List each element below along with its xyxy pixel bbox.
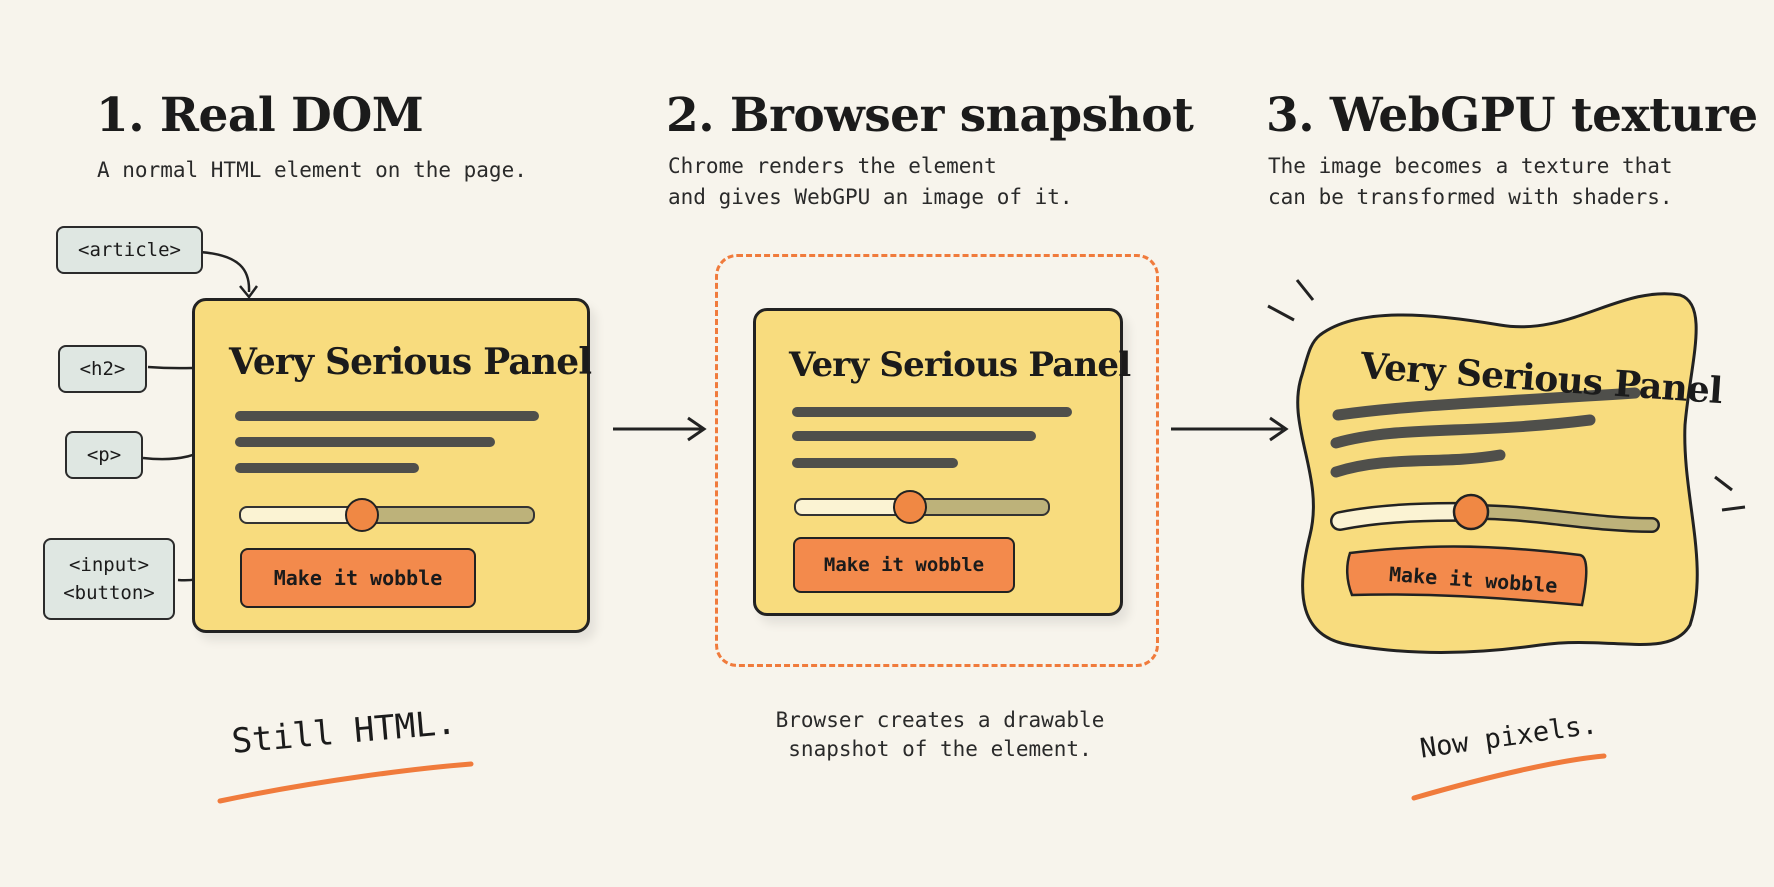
wobbly-texture [1296,292,1699,654]
motion-mark [1721,505,1746,512]
range-slider-knob[interactable] [345,498,379,532]
snapshot-caption-line2: snapshot of the element. [788,737,1092,761]
panel-heading: Very Serious Panel [789,345,1131,385]
tag-input: <input> [68,554,150,576]
paragraph-line [235,463,419,473]
wavy-line [1330,449,1506,478]
motion-mark [1267,304,1295,322]
tag-h2: <h2> [58,345,147,393]
still-html-underline [217,761,474,804]
tag-article: <article> [56,226,203,274]
paragraph-line [792,407,1072,417]
article-arrow [199,250,251,293]
motion-mark [1714,475,1733,492]
step3-title: 3. WebGPU texture [1266,88,1758,143]
range-slider-filled [1332,504,1478,529]
tag-input-button: <input> <button> [43,538,175,620]
step2-subtitle-line2: and gives WebGPU an image of it. [668,185,1073,209]
wobble-button-texture [1346,545,1588,607]
step3-subtitle-line1: The image becomes a texture that [1268,154,1673,178]
snapshot-caption-line1: Browser creates a drawable [775,708,1105,732]
range-slider-track [910,498,1050,516]
paragraph-line [235,411,539,421]
wobble-button-image: Make it wobble [793,537,1015,593]
step1-subtitle: A normal HTML element on the page. [97,158,527,182]
step2-subtitle-line1: Chrome renders the element [668,154,997,178]
step3-subtitle-line2: can be transformed with shaders. [1268,185,1673,209]
paragraph-line [792,431,1036,441]
real-dom-panel: Very Serious Panel Make it wobble [192,298,592,633]
paragraph-line [792,458,958,468]
motion-mark [1295,279,1315,301]
wavy-line [1332,387,1641,421]
step1-title: 1. Real DOM [96,88,424,143]
range-slider-knob [1452,493,1490,531]
range-slider-knob [893,490,927,524]
range-slider-track [1464,506,1658,531]
panel-heading: Very Serious Panel [229,341,592,383]
range-slider-track[interactable] [363,506,535,524]
paragraph-line [235,437,495,447]
wavy-line [1330,414,1596,449]
wobble-button[interactable]: Make it wobble [240,548,476,608]
snapshot-frame [715,254,1159,667]
now-pixels-underline [1411,753,1607,801]
tag-button: <button> [63,582,155,604]
snapshot-panel: Very Serious Panel Make it wobble [753,308,1131,616]
tag-p: <p> [65,431,143,479]
snapshot-caption: Browser creates a drawable snapshot of t… [755,706,1125,764]
step2-title: 2. Browser snapshot [666,88,1194,143]
